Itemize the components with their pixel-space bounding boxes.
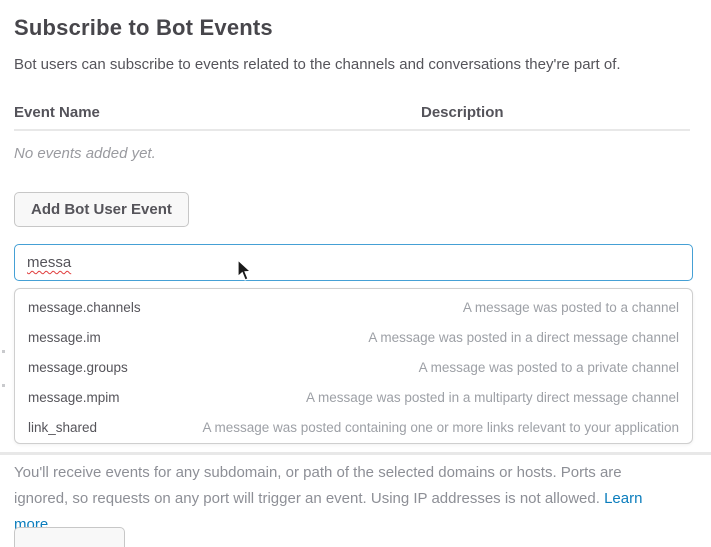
section-divider xyxy=(0,452,711,455)
suggestion-description: A message was posted in a multiparty dir… xyxy=(306,389,679,405)
event-search-input-value: messa xyxy=(27,254,72,271)
footer-note: You'll receive events for any subdomain,… xyxy=(14,460,674,538)
suggestion-description: A message was posted to a private channe… xyxy=(418,359,679,375)
suggestion-name: message.groups xyxy=(28,359,128,375)
event-search-input[interactable] xyxy=(14,244,693,281)
suggestion-name: message.channels xyxy=(28,299,141,315)
column-header-event-name: Event Name xyxy=(14,104,100,121)
event-suggestions-dropdown: message.channels A message was posted to… xyxy=(14,288,693,444)
page-subtitle: Bot users can subscribe to events relate… xyxy=(14,56,621,73)
suggestion-name: link_shared xyxy=(28,419,98,435)
page-title: Subscribe to Bot Events xyxy=(14,15,273,40)
suggestion-description: A message was posted to a channel xyxy=(462,299,679,315)
add-bot-user-event-button[interactable]: Add Bot User Event xyxy=(14,192,189,227)
table-header-divider xyxy=(14,129,690,131)
page-bleed-artifact xyxy=(2,350,5,353)
suggestion-message-channels[interactable]: message.channels A message was posted to… xyxy=(15,292,692,322)
footer-note-text: You'll receive events for any subdomain,… xyxy=(14,464,622,507)
suggestion-description: A message was posted containing one or m… xyxy=(202,419,679,435)
column-header-description: Description xyxy=(421,104,504,121)
suggestion-name: message.im xyxy=(28,329,101,345)
page-bleed-artifact xyxy=(2,384,5,387)
suggestion-message-mpim[interactable]: message.mpim A message was posted in a m… xyxy=(15,382,692,412)
partial-bottom-button[interactable] xyxy=(14,527,125,547)
empty-events-message: No events added yet. xyxy=(14,145,156,162)
subscribe-bot-events-page: Subscribe to Bot Events Bot users can su… xyxy=(0,15,711,547)
suggestion-name: message.mpim xyxy=(28,389,120,405)
suggestion-message-im[interactable]: message.im A message was posted in a dir… xyxy=(15,322,692,352)
suggestion-message-groups[interactable]: message.groups A message was posted to a… xyxy=(15,352,692,382)
suggestion-link-shared[interactable]: link_shared A message was posted contain… xyxy=(15,412,692,442)
suggestion-description: A message was posted in a direct message… xyxy=(368,329,679,345)
